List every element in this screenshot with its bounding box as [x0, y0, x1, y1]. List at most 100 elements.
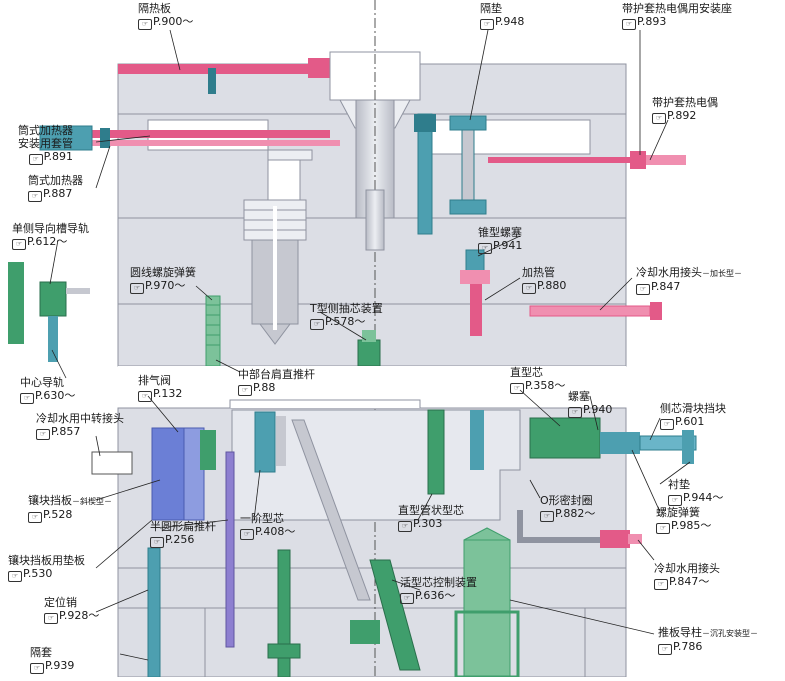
thermocouple-part — [488, 151, 686, 169]
label-ref-value: P.891 — [43, 150, 73, 163]
hand-pointer-icon: ☞ — [522, 283, 536, 294]
insert-stopper-part — [91, 427, 216, 521]
label-coil-spring: 圆线螺旋弹簧☞P.970～ — [130, 266, 196, 294]
label-ref-value: P.985～ — [671, 519, 712, 532]
label-ref-value: P.636～ — [415, 589, 456, 602]
label-cartridge-heater: 筒式加热器☞P.887 — [28, 174, 83, 202]
spacer-block-left — [117, 607, 206, 678]
label-title: 冷却水用接头 — [654, 562, 720, 575]
label-taper-plug: 锥型螺塞☞P.941 — [478, 226, 522, 254]
hand-pointer-icon: ☞ — [12, 239, 26, 250]
label-ref-value: P.847 — [651, 280, 681, 293]
label-ref-value: P.887 — [43, 187, 73, 200]
spacer-block-right — [584, 607, 627, 678]
label-title: 隔套 — [30, 646, 52, 659]
label-title: 定位销 — [44, 596, 77, 609]
label-ref: ☞P.612～ — [12, 235, 89, 250]
label-ref-value: P.408～ — [255, 525, 296, 538]
label-ref-value: P.944～ — [683, 491, 724, 504]
label-ref-value: P.786 — [673, 640, 703, 653]
hand-pointer-icon: ☞ — [44, 613, 58, 624]
label-ref: ☞P.786 — [658, 640, 758, 655]
label-ref: ☞P.847～ — [654, 575, 720, 590]
label-spiral-spring: 螺旋弹簧☞P.985～ — [656, 506, 711, 534]
label-cooling-relay: 冷却水用中转接头☞P.857 — [36, 412, 124, 440]
label-ref: ☞P.530 — [8, 567, 85, 582]
label-ref: ☞P.636～ — [400, 589, 477, 604]
label-ref-value: P.132 — [153, 387, 183, 400]
label-single-side-guide: 单侧导向槽导轨☞P.612～ — [12, 222, 89, 250]
label-title: 筒式加热器 安装用套管 — [18, 124, 73, 150]
label-cooling-joint: 冷却水用接头☞P.847～ — [654, 562, 720, 590]
label-ref: ☞P.256 — [150, 533, 216, 548]
label-ref-value: P.88 — [253, 381, 276, 394]
label-washer: 衬垫☞P.944～ — [668, 478, 723, 506]
hand-pointer-icon: ☞ — [622, 19, 636, 30]
heating-tube-part — [460, 249, 490, 336]
hand-pointer-icon: ☞ — [652, 113, 666, 124]
label-title: 直型管状型芯 — [398, 504, 464, 517]
label-ref: ☞P.970～ — [130, 279, 196, 294]
cooling-joint-part — [517, 510, 642, 548]
label-ref-value: P.939 — [45, 659, 75, 672]
hand-pointer-icon: ☞ — [36, 429, 50, 440]
t-slide-core-part — [357, 330, 381, 367]
label-ref: ☞P.880 — [522, 279, 566, 294]
label-title: 中心导轨 — [20, 376, 64, 389]
lifter-part — [291, 419, 421, 671]
label-ref: ☞P.940 — [568, 403, 612, 418]
label-title: 螺旋弹簧 — [656, 506, 700, 519]
hand-pointer-icon: ☞ — [568, 407, 582, 418]
hand-pointer-icon: ☞ — [8, 571, 22, 582]
label-title: 中部台肩直推杆 — [238, 368, 315, 381]
label-title: 半圆形扁推杆 — [150, 520, 216, 533]
leader-lines — [49, 29, 691, 661]
label-ref: ☞P.847 — [636, 280, 742, 295]
label-stepped-core: 一阶型芯☞P.408～ — [240, 512, 295, 540]
label-ref-value: P.882～ — [555, 507, 596, 520]
label-cooling-extended: 冷却水用接头－加长型－☞P.847 — [636, 266, 742, 295]
label-ref: ☞P.88 — [238, 381, 315, 396]
label-title: 冷却水用中转接头 — [36, 412, 124, 425]
label-ejector-guide-pillar: 推板导柱－沉孔安装型－☞P.786 — [658, 626, 758, 655]
label-o-ring: O形密封圈☞P.882～ — [540, 494, 595, 522]
socket-screws — [208, 68, 436, 251]
label-cartridge-heater-sleeve: 筒式加热器 安装用套管☞P.891 — [18, 124, 73, 165]
hand-pointer-icon: ☞ — [654, 579, 668, 590]
label-ref: ☞P.948 — [480, 15, 524, 30]
label-ref: ☞P.900～ — [138, 15, 193, 30]
straight-core-part — [529, 417, 697, 464]
label-ref-value: P.941 — [493, 239, 523, 252]
label-ref-value: P.928～ — [59, 609, 100, 622]
label-ref-value: P.578～ — [325, 315, 366, 328]
label-ref-value: P.970～ — [145, 279, 186, 292]
b-plate-top-profile — [118, 399, 626, 409]
label-title: 圆线螺旋弹簧 — [130, 266, 196, 279]
locating-pin-part — [147, 547, 161, 678]
label-title: 螺塞 — [568, 390, 590, 403]
label-t-slide-core: T型侧抽芯装置☞P.578～ — [310, 302, 383, 330]
label-ref: ☞P.408～ — [240, 525, 295, 540]
label-ref-value: P.900～ — [153, 15, 194, 28]
label-ref-value: P.358～ — [525, 379, 566, 392]
label-ref-value: P.948 — [495, 15, 525, 28]
label-sheathed-thermocouple: 带护套热电偶☞P.892 — [652, 96, 718, 124]
label-insulation-plate: 隔热板☞P.900～ — [138, 2, 193, 30]
label-ref-value: P.893 — [637, 15, 667, 28]
label-ref: ☞P.928～ — [44, 609, 99, 624]
label-ref: ☞P.528 — [28, 508, 112, 523]
label-insert-stopper-pad: 镶块挡板用垫板☞P.530 — [8, 554, 85, 582]
label-center-guide: 中心导轨☞P.630～ — [20, 376, 75, 404]
label-ref: ☞P.358～ — [510, 379, 565, 394]
label-title-suffix: －斜楔型－ — [72, 497, 112, 506]
label-title: 一阶型芯 — [240, 512, 284, 525]
hand-pointer-icon: ☞ — [138, 391, 152, 402]
label-ref-value: P.880 — [537, 279, 567, 292]
hand-pointer-icon: ☞ — [510, 383, 524, 394]
core-region — [231, 409, 521, 521]
hand-pointer-icon: ☞ — [398, 521, 412, 532]
hand-pointer-icon: ☞ — [660, 419, 674, 430]
hand-pointer-icon: ☞ — [28, 512, 42, 523]
label-title: 衬垫 — [668, 478, 690, 491]
spacer-part — [449, 115, 487, 215]
